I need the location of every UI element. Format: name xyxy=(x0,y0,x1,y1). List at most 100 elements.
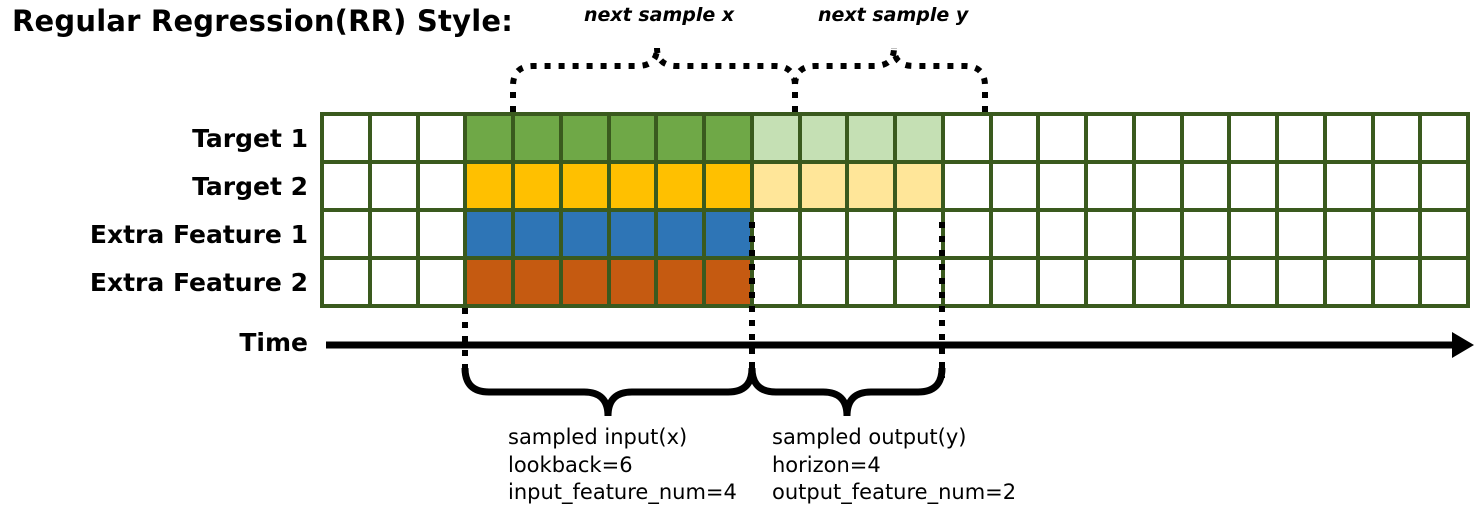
grid-cell xyxy=(1422,260,1466,304)
grid-cell xyxy=(324,260,368,304)
annotation-next-sample-y: next sample y xyxy=(818,4,969,26)
grid-cell xyxy=(1231,260,1275,304)
grid-cell xyxy=(1231,116,1275,160)
grid-cell xyxy=(658,164,702,208)
grid-cell xyxy=(419,164,464,208)
caption-output-line-1: sampled output(y) xyxy=(772,425,967,449)
page-title: Regular Regression(RR) Style: xyxy=(12,4,513,38)
grid-cell xyxy=(515,164,559,208)
time-axis-label: Time xyxy=(239,328,308,357)
grid-cell xyxy=(371,212,416,256)
grid-cell xyxy=(1231,164,1275,208)
grid-cell xyxy=(1374,116,1419,160)
grid-cell xyxy=(610,260,655,304)
grid-cell xyxy=(706,116,750,160)
grid-cell xyxy=(562,116,607,160)
grid-cell xyxy=(753,164,798,208)
brace-sampled-output xyxy=(748,367,946,417)
grid-cell xyxy=(801,212,846,256)
grid-cell xyxy=(1326,260,1371,304)
caption-output-line-3: output_feature_num=2 xyxy=(772,480,1017,505)
grid-cell xyxy=(610,212,655,256)
grid-cell xyxy=(324,164,368,208)
grid-cell xyxy=(1326,116,1371,160)
grid-cell xyxy=(467,164,511,208)
grid-cell xyxy=(658,260,702,304)
grid-cell xyxy=(324,116,368,160)
row-label-extra-feature-2: Extra Feature 2 xyxy=(89,268,308,297)
grid-cell xyxy=(324,212,368,256)
grid-cell xyxy=(944,260,989,304)
caption-sampled-input: sampled input(x) lookback=6 input_featur… xyxy=(508,424,737,507)
grid-cell xyxy=(1231,212,1275,256)
grid-cell xyxy=(801,260,846,304)
grid-cell xyxy=(562,212,607,256)
grid-cell xyxy=(801,116,846,160)
grid-cell xyxy=(944,116,989,160)
grid-cell xyxy=(515,116,559,160)
grid-cell xyxy=(610,164,655,208)
grid-cell xyxy=(706,260,750,304)
grid-cell xyxy=(897,164,941,208)
grid-cell xyxy=(562,164,607,208)
dotted-brace-next-sample-x xyxy=(510,47,798,112)
grid-cell xyxy=(467,212,511,256)
grid-cell xyxy=(1183,260,1228,304)
grid-cell xyxy=(1422,116,1466,160)
grid-cell xyxy=(992,260,1037,304)
grid-cell xyxy=(1374,260,1419,304)
grid-cell xyxy=(992,116,1037,160)
timeseries-grid xyxy=(320,112,1470,308)
caption-output-line-2: horizon=4 xyxy=(772,452,881,477)
grid-cell xyxy=(849,164,893,208)
grid-cell xyxy=(371,116,416,160)
grid-cell xyxy=(897,212,941,256)
grid-cell xyxy=(1040,260,1084,304)
grid-cell xyxy=(849,212,893,256)
grid-cell xyxy=(1279,212,1323,256)
grid-cell xyxy=(992,164,1037,208)
row-label-target-2: Target 2 xyxy=(192,172,308,201)
grid-cell xyxy=(801,164,846,208)
grid-cell xyxy=(1422,164,1466,208)
grid-cell xyxy=(1279,116,1323,160)
grid-cell xyxy=(419,116,464,160)
grid-cell xyxy=(610,116,655,160)
caption-input-line-2: lookback=6 xyxy=(508,452,633,477)
grid-cell xyxy=(1088,260,1132,304)
grid-cell xyxy=(467,260,511,304)
grid-cell xyxy=(1135,164,1180,208)
brace-sampled-input xyxy=(461,367,756,417)
grid-cell xyxy=(1326,164,1371,208)
grid-cell xyxy=(1183,116,1228,160)
grid-cell xyxy=(1040,164,1084,208)
grid-cell xyxy=(1088,116,1132,160)
grid-cell xyxy=(419,260,464,304)
grid-cell xyxy=(467,116,511,160)
annotation-next-sample-x: next sample x xyxy=(584,4,735,26)
grid-cell xyxy=(849,116,893,160)
grid-cell xyxy=(897,260,941,304)
grid-cell xyxy=(992,212,1037,256)
grid-cell xyxy=(849,260,893,304)
grid-cell xyxy=(753,212,798,256)
grid-cell xyxy=(1422,212,1466,256)
grid-cell xyxy=(371,164,416,208)
grid-cell xyxy=(562,260,607,304)
grid-cell xyxy=(944,164,989,208)
grid-cell xyxy=(658,116,702,160)
grid-cell xyxy=(1183,164,1228,208)
grid-cell xyxy=(897,116,941,160)
caption-sampled-output: sampled output(y) horizon=4 output_featu… xyxy=(772,424,1016,507)
caption-input-line-3: input_feature_num=4 xyxy=(508,480,737,505)
grid-cell xyxy=(419,212,464,256)
grid-cell xyxy=(706,164,750,208)
row-label-target-1: Target 1 xyxy=(192,124,308,153)
grid-cell xyxy=(371,260,416,304)
time-axis-arrow xyxy=(326,332,1474,358)
grid-cell xyxy=(658,212,702,256)
grid-cell xyxy=(515,260,559,304)
grid-cell xyxy=(1279,260,1323,304)
grid-cell xyxy=(706,212,750,256)
grid-cell xyxy=(1088,212,1132,256)
